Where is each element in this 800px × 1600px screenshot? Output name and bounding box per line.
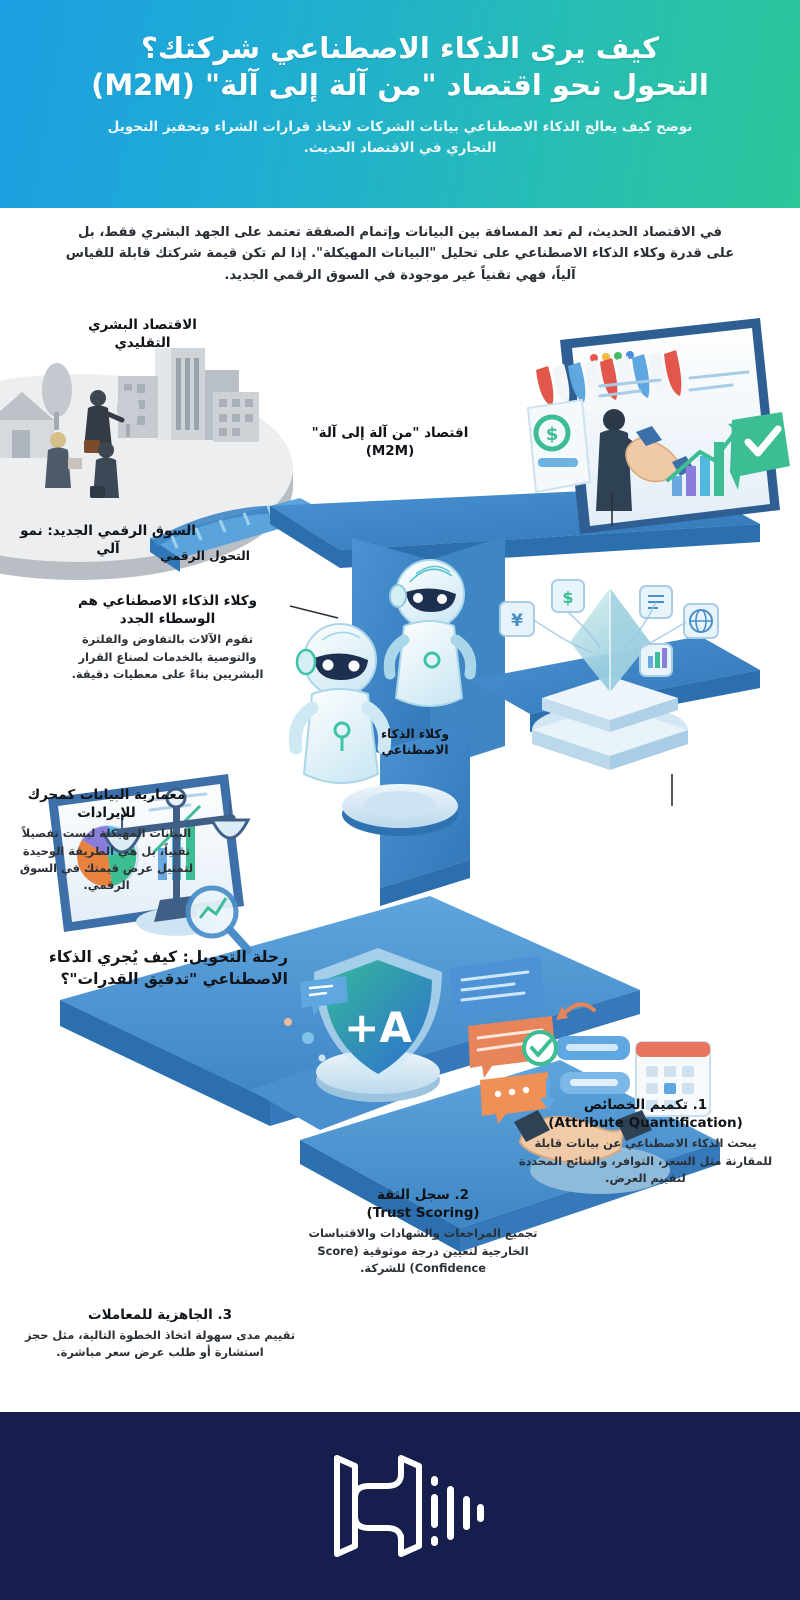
step-item-3: 3. الجاهزية للمعاملات تقييم مدى سهولة ات… [10, 1306, 310, 1361]
page-title-line1: كيف يرى الذكاء الاصطناعي شركتك؟ [140, 31, 660, 65]
callout-data-architecture-body: البيانات المهيكلة ليست تفصيلاً تقنياً، ب… [19, 826, 194, 892]
illustration-stage: $ [0, 300, 800, 1410]
step-2-title-en: (Trust Scoring) [366, 1205, 480, 1222]
verified-check-badge [730, 412, 790, 490]
callout-ai-agents-title: وكلاء الذكاء الاصطناعي [380, 727, 450, 758]
data-architecture-tower: ¥ $ [499, 579, 719, 770]
transaction-readiness-illustration [514, 1002, 711, 1194]
callout-digital-transformation-title: التحول الرقمي [160, 549, 250, 563]
step-item-1: 1. تكميم الخصائص (Attribute Quantificati… [513, 1096, 778, 1187]
callout-m2m-economy-title: اقتصاد "من آلة إلى آلة" (M2M) [311, 425, 469, 460]
shield-grade-text: A+ [344, 1003, 412, 1052]
step-1-body: يبحث الذكاء الاصطناعي عن بيانات قابلة لل… [518, 1136, 773, 1185]
callout-digital-market-title: السوق الرقمي الجديد: نمو آلي [20, 523, 196, 558]
traditional-people [45, 390, 125, 498]
step-1-number: 1. [692, 1097, 708, 1113]
step-1-title-en: (Attribute Quantification) [548, 1115, 743, 1132]
ai-robot-large [383, 559, 477, 707]
callout-data-architecture: معمارية البيانات كمحرك للإيرادات البيانا… [14, 786, 199, 894]
callout-traditional-economy-title: الاقتصاد البشري التقليدي [88, 317, 197, 352]
page-title-line2: التحول نحو اقتصاد "من آلة إلى آلة" (M2M) [91, 68, 709, 103]
payment-card: $ [526, 398, 592, 494]
svg-text:¥: ¥ [511, 611, 523, 631]
callout-ai-agents: وكلاء الذكاء الاصطناعي [360, 726, 470, 759]
page-subtitle: نوضح كيف يعالج الذكاء الاصطناعي بيانات ا… [107, 119, 693, 157]
step-1-title: 1. تكميم الخصائص (Attribute Quantificati… [513, 1096, 778, 1132]
calendar-icon [635, 1041, 711, 1117]
svg-text:$: $ [546, 424, 559, 445]
callout-digital-market: السوق الرقمي الجديد: نمو آلي [18, 522, 198, 558]
step-1-title-ar: تكميم الخصائص [583, 1097, 688, 1113]
intro-paragraph: في الاقتصاد الحديث، لم تعد المسافة بين ا… [65, 225, 735, 283]
step-3-title: 3. الجاهزية للمعاملات [10, 1306, 310, 1324]
step-2-body: تجميع المراجعات والشهادات والاقتباسات ال… [308, 1226, 538, 1275]
step-2-number: 2. [454, 1187, 470, 1203]
callout-connectors [289, 492, 673, 806]
step-3-number: 3. [217, 1307, 232, 1323]
header-banner: كيف يرى الذكاء الاصطناعي شركتك؟ التحول ن… [0, 0, 800, 208]
callout-ai-brokers: وكلاء الذكاء الاصطناعي هم الوسطاء الجدد … [60, 592, 275, 683]
ai-robot-small [288, 623, 392, 784]
step-item-2: 2. سجل الثقة (Trust Scoring) تجميع المرا… [298, 1186, 548, 1277]
storefront-awning-icon [536, 350, 682, 406]
callout-digital-transformation: التحول الرقمي [130, 548, 280, 564]
step-3-title-ar: الجاهزية للمعاملات [88, 1307, 213, 1323]
callout-ai-brokers-title: وكلاء الذكاء الاصطناعي هم الوسطاء الجدد [77, 593, 258, 628]
magnifier-icon [185, 885, 252, 954]
trust-shield-illustration: A+ [284, 948, 556, 1124]
traditional-trees [42, 363, 139, 437]
callout-journey-title: رحلة التحويل: كيف يُجري الذكاء الاصطناعي… [48, 948, 288, 988]
step-2-title-ar: سجل الثقة [376, 1187, 450, 1203]
step-2-title: 2. سجل الثقة (Trust Scoring) [298, 1186, 548, 1222]
callout-data-architecture-title: معمارية البيانات كمحرك للإيرادات [27, 787, 186, 822]
callout-ai-brokers-body: تقوم الآلات بالتفاوض والفلترة والتوصية ب… [71, 632, 264, 681]
quote-form-card [522, 1002, 630, 1110]
callout-m2m-economy: اقتصاد "من آلة إلى آلة" (M2M) [290, 424, 490, 460]
deal-handshake-icon [514, 1110, 652, 1164]
ai-agents-hub-disk [342, 784, 458, 836]
footer-bar [0, 1412, 800, 1600]
screen-text-lines [598, 370, 750, 398]
step-3-body: تقييم مدى سهولة اتخاذ الخطوة التالية، مث… [24, 1328, 296, 1360]
callout-traditional-economy: الاقتصاد البشري التقليدي [60, 316, 225, 352]
digital-marketplace-illustration: $ [526, 318, 790, 534]
h-monogram-soundwave-logo [334, 1455, 484, 1557]
callout-journey-heading: رحلة التحويل: كيف يُجري الذكاء الاصطناعي… [18, 946, 288, 990]
svg-text:$: $ [562, 588, 573, 607]
page-title: كيف يرى الذكاء الاصطناعي شركتك؟ التحول ن… [38, 30, 762, 104]
